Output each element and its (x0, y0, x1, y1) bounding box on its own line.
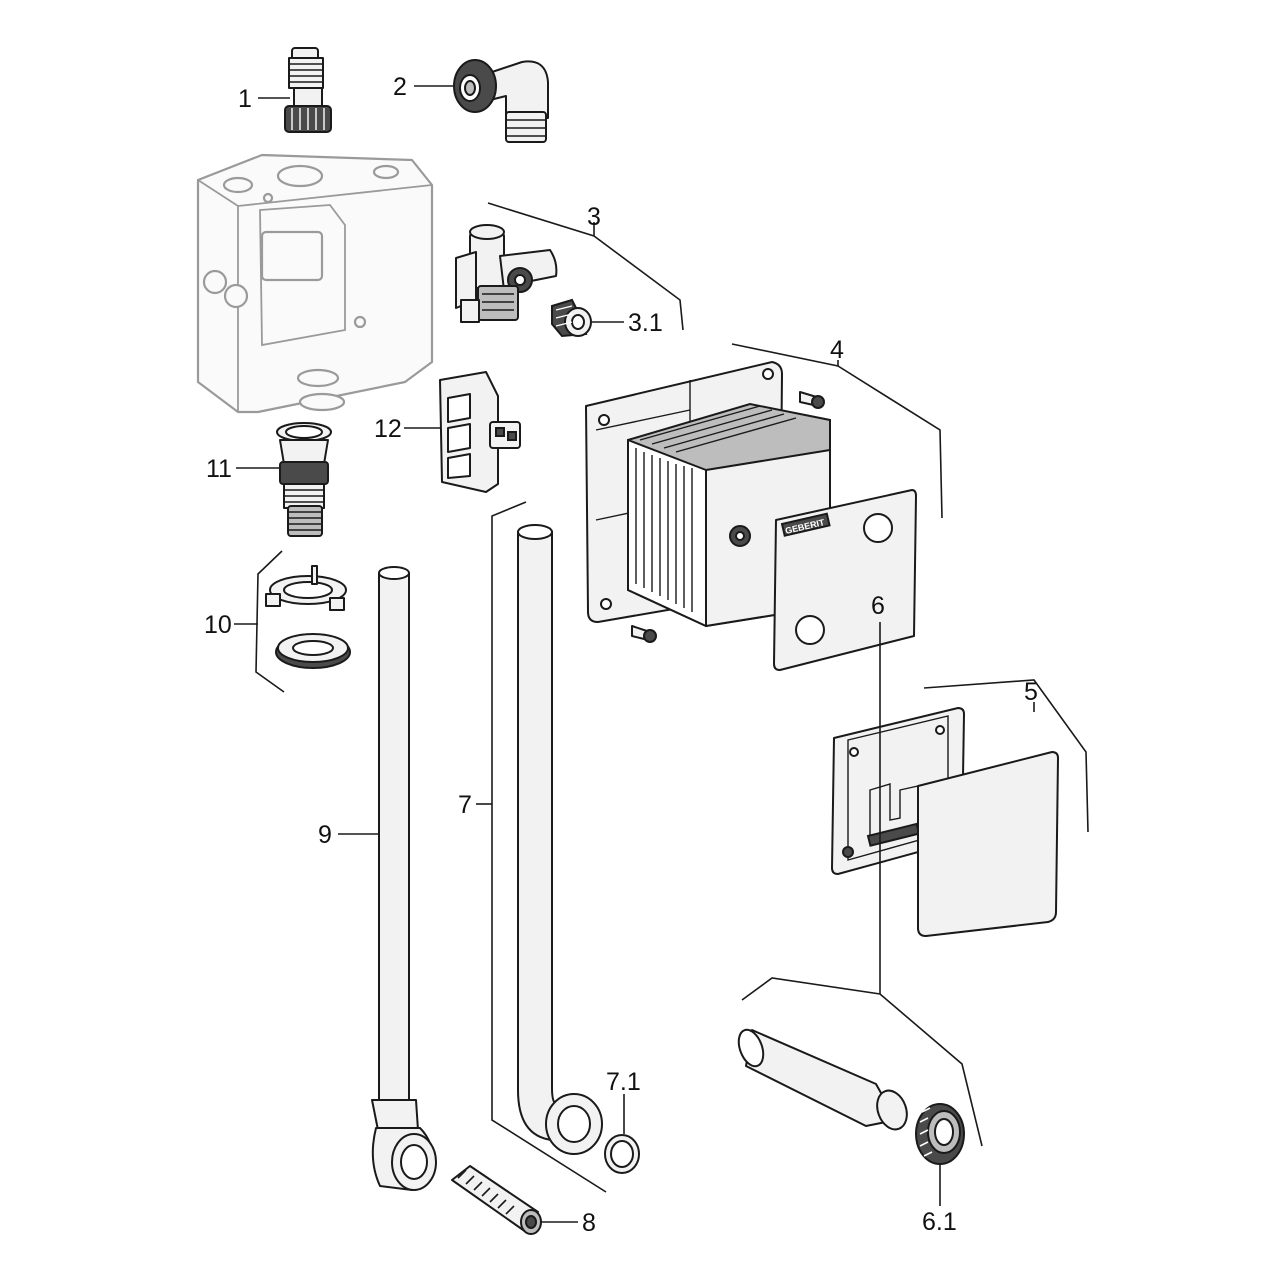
part-2-elbow-fitting (453, 59, 549, 143)
part-1-threaded-connector (284, 47, 332, 133)
part-3-1-filter-fitting (551, 298, 592, 338)
installation-box-outline (196, 153, 434, 414)
callout-7: 7 (458, 791, 472, 819)
leader-lines (234, 85, 1089, 1223)
bracket-4 (731, 343, 943, 519)
callout-9: 9 (318, 821, 332, 849)
part-4-mounting-frame-assembly: GEBERIT (585, 361, 917, 671)
callout-3-1: 3.1 (628, 309, 663, 337)
bracket-5 (923, 679, 1089, 833)
callout-3: 3 (587, 203, 601, 231)
callout-1: 1 (238, 85, 252, 113)
callout-4: 4 (830, 336, 844, 364)
callout-8: 8 (582, 1209, 596, 1237)
part-12-retaining-clip (439, 371, 521, 493)
part-7-1-seal-ring (604, 1134, 640, 1174)
part-9-drain-pipe (371, 566, 437, 1191)
part-6-1-threaded-collar (915, 1103, 965, 1165)
callout-11: 11 (206, 455, 232, 483)
callout-5: 5 (1024, 678, 1038, 706)
bracket-7 (491, 501, 607, 1193)
part-11-threaded-stub (276, 422, 332, 537)
part-7-siphon-pipe (517, 524, 603, 1155)
bracket-10 (255, 550, 285, 693)
part-10-coupling-set (265, 565, 351, 669)
callout-labels: 1 2 3 3.1 4 5 6 6.1 7 7.1 8 9 10 11 12 (204, 73, 1038, 1237)
callout-12: 12 (374, 415, 402, 443)
callout-2: 2 (393, 73, 407, 101)
callout-10: 10 (204, 611, 232, 639)
callout-6-1: 6.1 (922, 1208, 957, 1236)
callout-7-1: 7.1 (606, 1068, 641, 1096)
bracket-3 (487, 202, 684, 331)
part-3-valve-assembly (455, 224, 558, 323)
callout-6: 6 (871, 592, 885, 620)
part-8-threaded-sleeve (451, 1165, 542, 1235)
part-6-extension-tube (737, 1028, 908, 1131)
part-5-control-plate-assembly (831, 707, 1059, 937)
